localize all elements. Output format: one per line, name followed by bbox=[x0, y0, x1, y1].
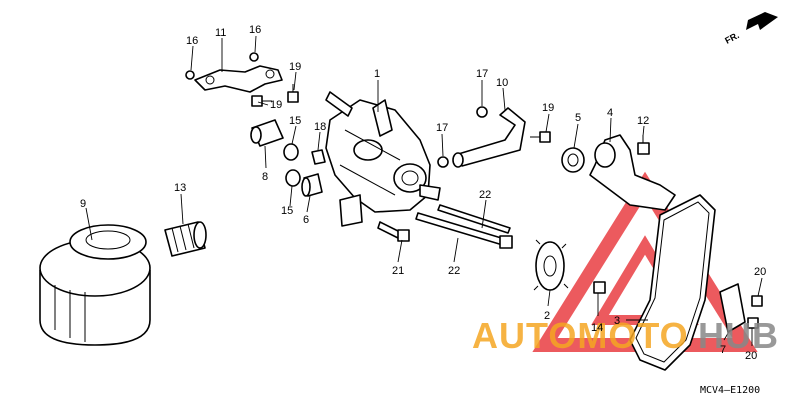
o-ring-15a bbox=[283, 143, 299, 161]
bolt-19b bbox=[251, 95, 272, 107]
callout-17b: 17 bbox=[436, 122, 448, 134]
oil-pump bbox=[325, 91, 441, 227]
callout-7: 7 bbox=[720, 344, 726, 356]
callout-1: 1 bbox=[374, 68, 380, 80]
bolt-20a bbox=[751, 295, 763, 307]
diagram-code: MCV4—E1200 bbox=[700, 385, 760, 396]
callout-6: 6 bbox=[303, 214, 309, 226]
oil-pipe-10 bbox=[452, 107, 526, 168]
sprocket-2 bbox=[533, 239, 569, 291]
bolt-12 bbox=[637, 135, 650, 155]
chain-guide-7 bbox=[719, 283, 746, 333]
callout-16b: 16 bbox=[249, 24, 261, 36]
callout-17a: 17 bbox=[476, 68, 488, 80]
o-ring-17a bbox=[476, 106, 488, 118]
drive-chain-3 bbox=[629, 194, 716, 371]
watermark-word-a: AUTOMOTO bbox=[472, 315, 689, 356]
callout-21: 21 bbox=[392, 265, 404, 277]
callout-15a: 15 bbox=[289, 115, 301, 127]
callout-19a: 19 bbox=[289, 61, 301, 73]
front-label: FR. bbox=[723, 30, 740, 46]
callout-11: 11 bbox=[215, 27, 226, 39]
long-bolt-22b bbox=[437, 204, 511, 234]
callout-15b: 15 bbox=[281, 205, 293, 217]
bolt-19c bbox=[530, 131, 551, 143]
callout-16a: 16 bbox=[186, 35, 198, 47]
callout-10: 10 bbox=[496, 77, 508, 89]
leader-lines bbox=[85, 35, 763, 346]
callout-4: 4 bbox=[607, 107, 613, 119]
oil-filter bbox=[39, 224, 151, 346]
joint-8 bbox=[250, 119, 284, 147]
bolt-19a bbox=[287, 84, 299, 103]
long-bolt-22a bbox=[415, 212, 513, 249]
callout-22b: 22 bbox=[448, 265, 460, 277]
callout-numbers: 1 2 3 4 5 6 7 8 9 10 11 12 13 14 15 15 1… bbox=[80, 24, 766, 362]
callout-12: 12 bbox=[637, 115, 649, 127]
filter-nipple bbox=[164, 221, 207, 257]
o-ring-15b bbox=[285, 169, 301, 187]
bolt-21 bbox=[377, 221, 410, 242]
watermark-word-b: HUB bbox=[698, 315, 779, 356]
seal-5 bbox=[561, 147, 585, 173]
callout-19b: 19 bbox=[270, 99, 282, 111]
callout-3: 3 bbox=[614, 315, 620, 327]
arrow-icon bbox=[746, 12, 778, 30]
callout-14: 14 bbox=[591, 322, 603, 334]
oil-pipe bbox=[194, 65, 283, 93]
callout-9: 9 bbox=[80, 198, 86, 210]
callout-13: 13 bbox=[174, 182, 186, 194]
o-ring-16a bbox=[185, 70, 195, 80]
bolt-20b bbox=[747, 317, 759, 329]
bolt-14 bbox=[593, 281, 606, 294]
callout-22a: 22 bbox=[479, 189, 491, 201]
callout-19c: 19 bbox=[542, 102, 554, 114]
collar-6 bbox=[301, 173, 323, 197]
callout-5: 5 bbox=[575, 112, 581, 124]
o-ring-16b bbox=[249, 52, 259, 62]
callout-20b: 20 bbox=[745, 350, 757, 362]
callout-18: 18 bbox=[314, 121, 326, 133]
callout-2: 2 bbox=[544, 310, 550, 322]
front-direction-arrow: FR. bbox=[723, 12, 778, 46]
dowel-18 bbox=[311, 149, 326, 165]
callout-20a: 20 bbox=[754, 266, 766, 278]
callout-8: 8 bbox=[262, 171, 268, 183]
strainer-4 bbox=[589, 134, 676, 211]
o-ring-17b bbox=[437, 156, 449, 168]
